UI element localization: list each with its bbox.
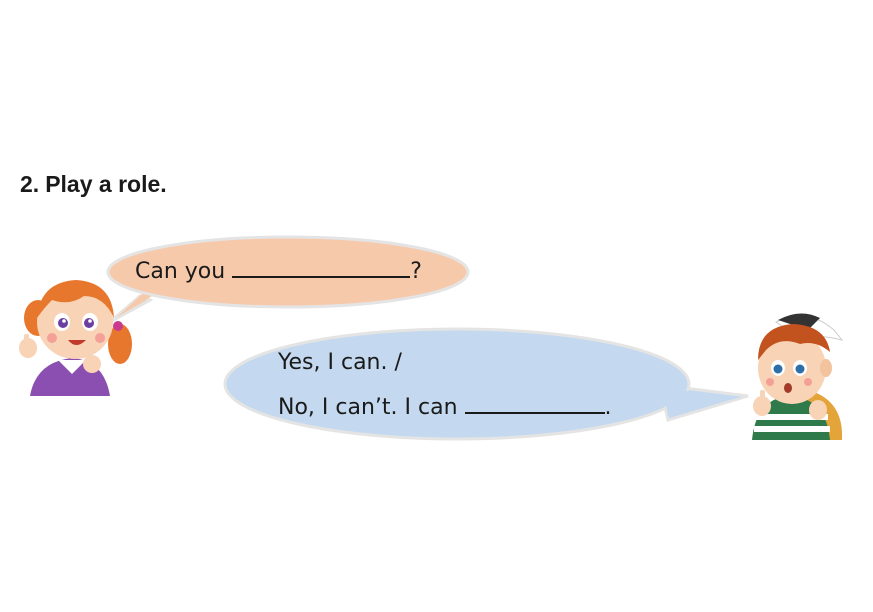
question-mark: ? (410, 259, 422, 284)
exercise-heading: 2.Play a role. (20, 171, 167, 198)
girl-speech-bubble (106, 235, 470, 324)
girl-character-illustration (19, 280, 132, 396)
boy-character-illustration (752, 313, 844, 440)
question-prefix: Can you (135, 259, 226, 284)
boy-speech-bubble (223, 327, 749, 441)
answer-blank (464, 394, 605, 414)
boy-answer-line-1: Yes, I can. / (278, 350, 402, 375)
answer-prefix: No, I can’t. I can (278, 395, 458, 420)
boy-answer-line-2: No, I can’t. I can . (278, 394, 612, 420)
answer-period: . (604, 395, 612, 420)
exercise-number: 2. (20, 171, 40, 197)
question-blank (232, 258, 411, 278)
exercise-title: Play a role. (45, 171, 167, 197)
girl-question-text: Can you ? (135, 258, 422, 284)
